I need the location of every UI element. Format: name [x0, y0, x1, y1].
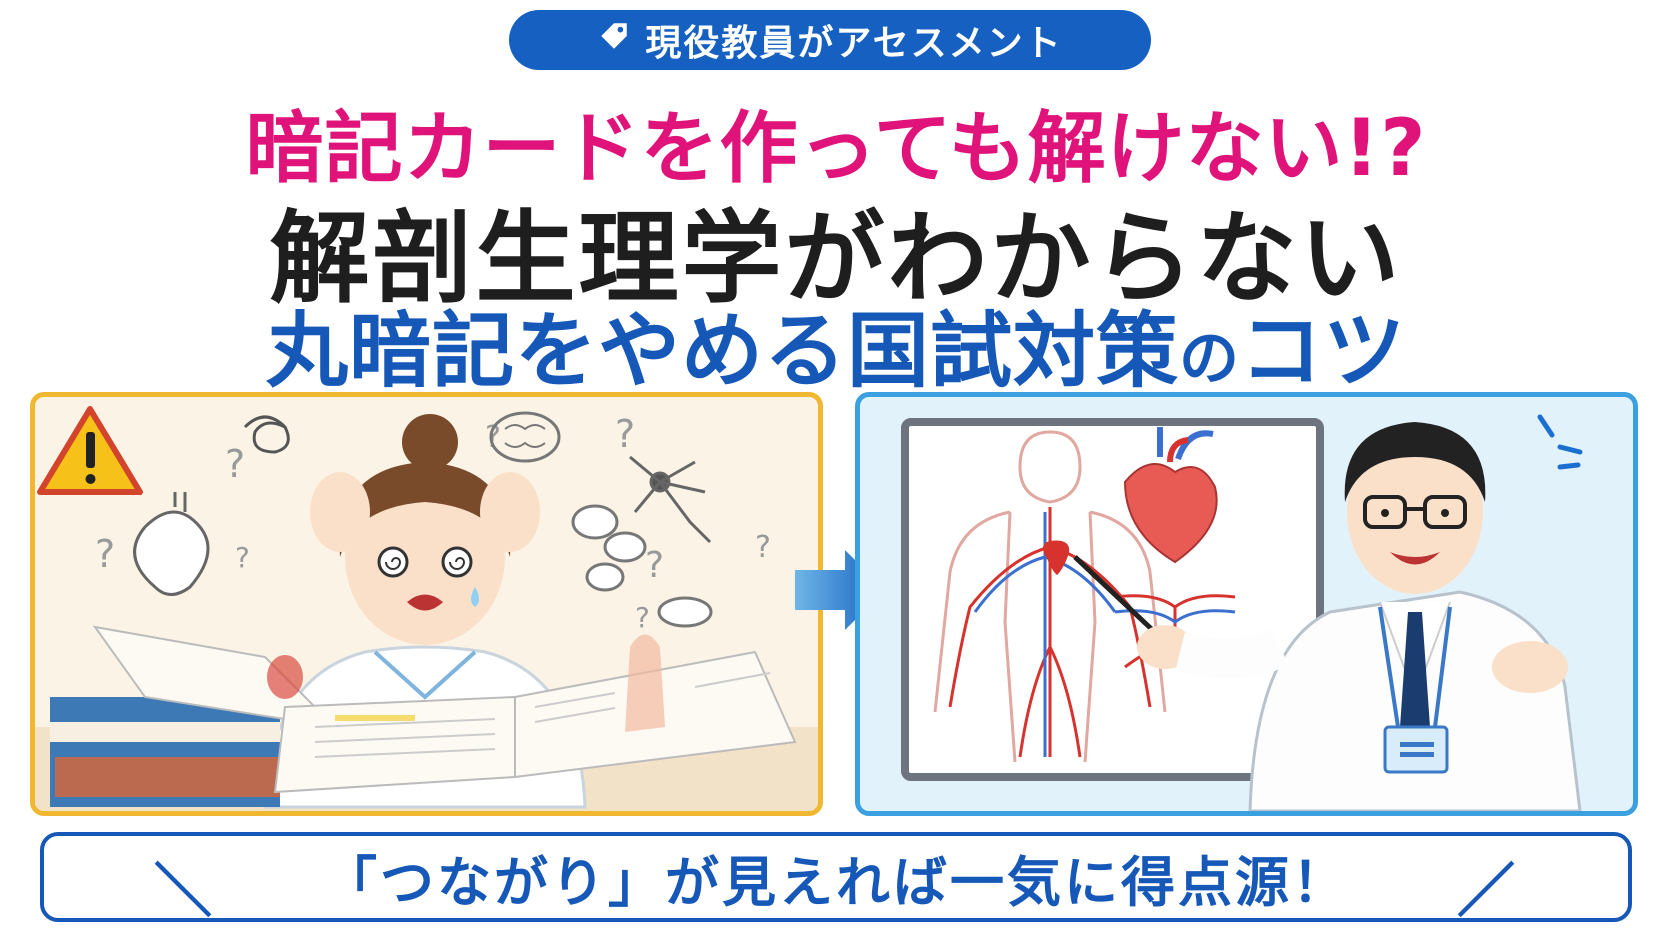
heart-sketch-icon	[133, 492, 210, 596]
neuron-icon	[629, 455, 712, 544]
callout-slash-right: ／	[1456, 857, 1518, 925]
id-badge-icon	[1383, 725, 1449, 774]
svg-text:?: ?	[615, 412, 635, 456]
callout-text: 「つながり」が見えれば一気に得点源！	[323, 850, 1349, 914]
headline-line-3-end: コツ	[1240, 304, 1407, 399]
blood-cell-icons	[571, 504, 713, 628]
svg-text:?: ?	[235, 541, 250, 574]
tag-icon	[597, 19, 631, 62]
callout-slash-left: ＼	[154, 857, 216, 925]
headline-line-3-main: 丸暗記をやめる国試対策	[265, 304, 1179, 399]
svg-text:?: ?	[635, 601, 650, 634]
glasses-icon	[1363, 495, 1467, 529]
heart-anatomy-icon	[1123, 427, 1218, 564]
warning-icon	[37, 406, 143, 495]
brain-icon	[489, 411, 561, 463]
question-mark-icons: ? ? ? ? ? ? ? ?	[95, 412, 771, 634]
sparkle-icon	[1537, 414, 1583, 470]
headline-line-3: 丸暗記をやめる国試対策のコツ	[0, 284, 1672, 403]
svg-text:?: ?	[225, 442, 245, 486]
confused-student-panel: ? ? ? ? ? ? ? ?	[30, 392, 823, 816]
header-badge: 現役教員がアセスメント	[509, 10, 1151, 70]
headline-line-3-particle: の	[1179, 324, 1240, 394]
bottom-callout: ＼ 「つながり」が見えれば一気に得点源！ ／	[40, 832, 1632, 925]
pointer-stick	[1073, 555, 1162, 639]
scribble-icon	[243, 415, 290, 454]
headline-line-2: 解剖生理学がわからない	[269, 200, 1403, 317]
badge-text: 現役教員がアセスメント	[645, 23, 1063, 64]
circulatory-system-diagram	[933, 430, 1167, 763]
headline-line-1: 暗記カードを作っても解けない!?	[245, 104, 1427, 194]
teacher-explaining-panel	[855, 392, 1638, 816]
svg-text:?: ?	[645, 545, 664, 586]
svg-text:?: ?	[485, 420, 501, 455]
open-textbook-stack	[50, 625, 797, 807]
teacher-illustration	[901, 414, 1583, 811]
teacher-figure	[1137, 414, 1583, 811]
svg-text:?: ?	[755, 530, 771, 565]
confused-student-illustration: ? ? ? ? ? ? ? ?	[35, 406, 818, 811]
svg-text:?: ?	[95, 532, 115, 576]
whiteboard	[901, 418, 1324, 781]
